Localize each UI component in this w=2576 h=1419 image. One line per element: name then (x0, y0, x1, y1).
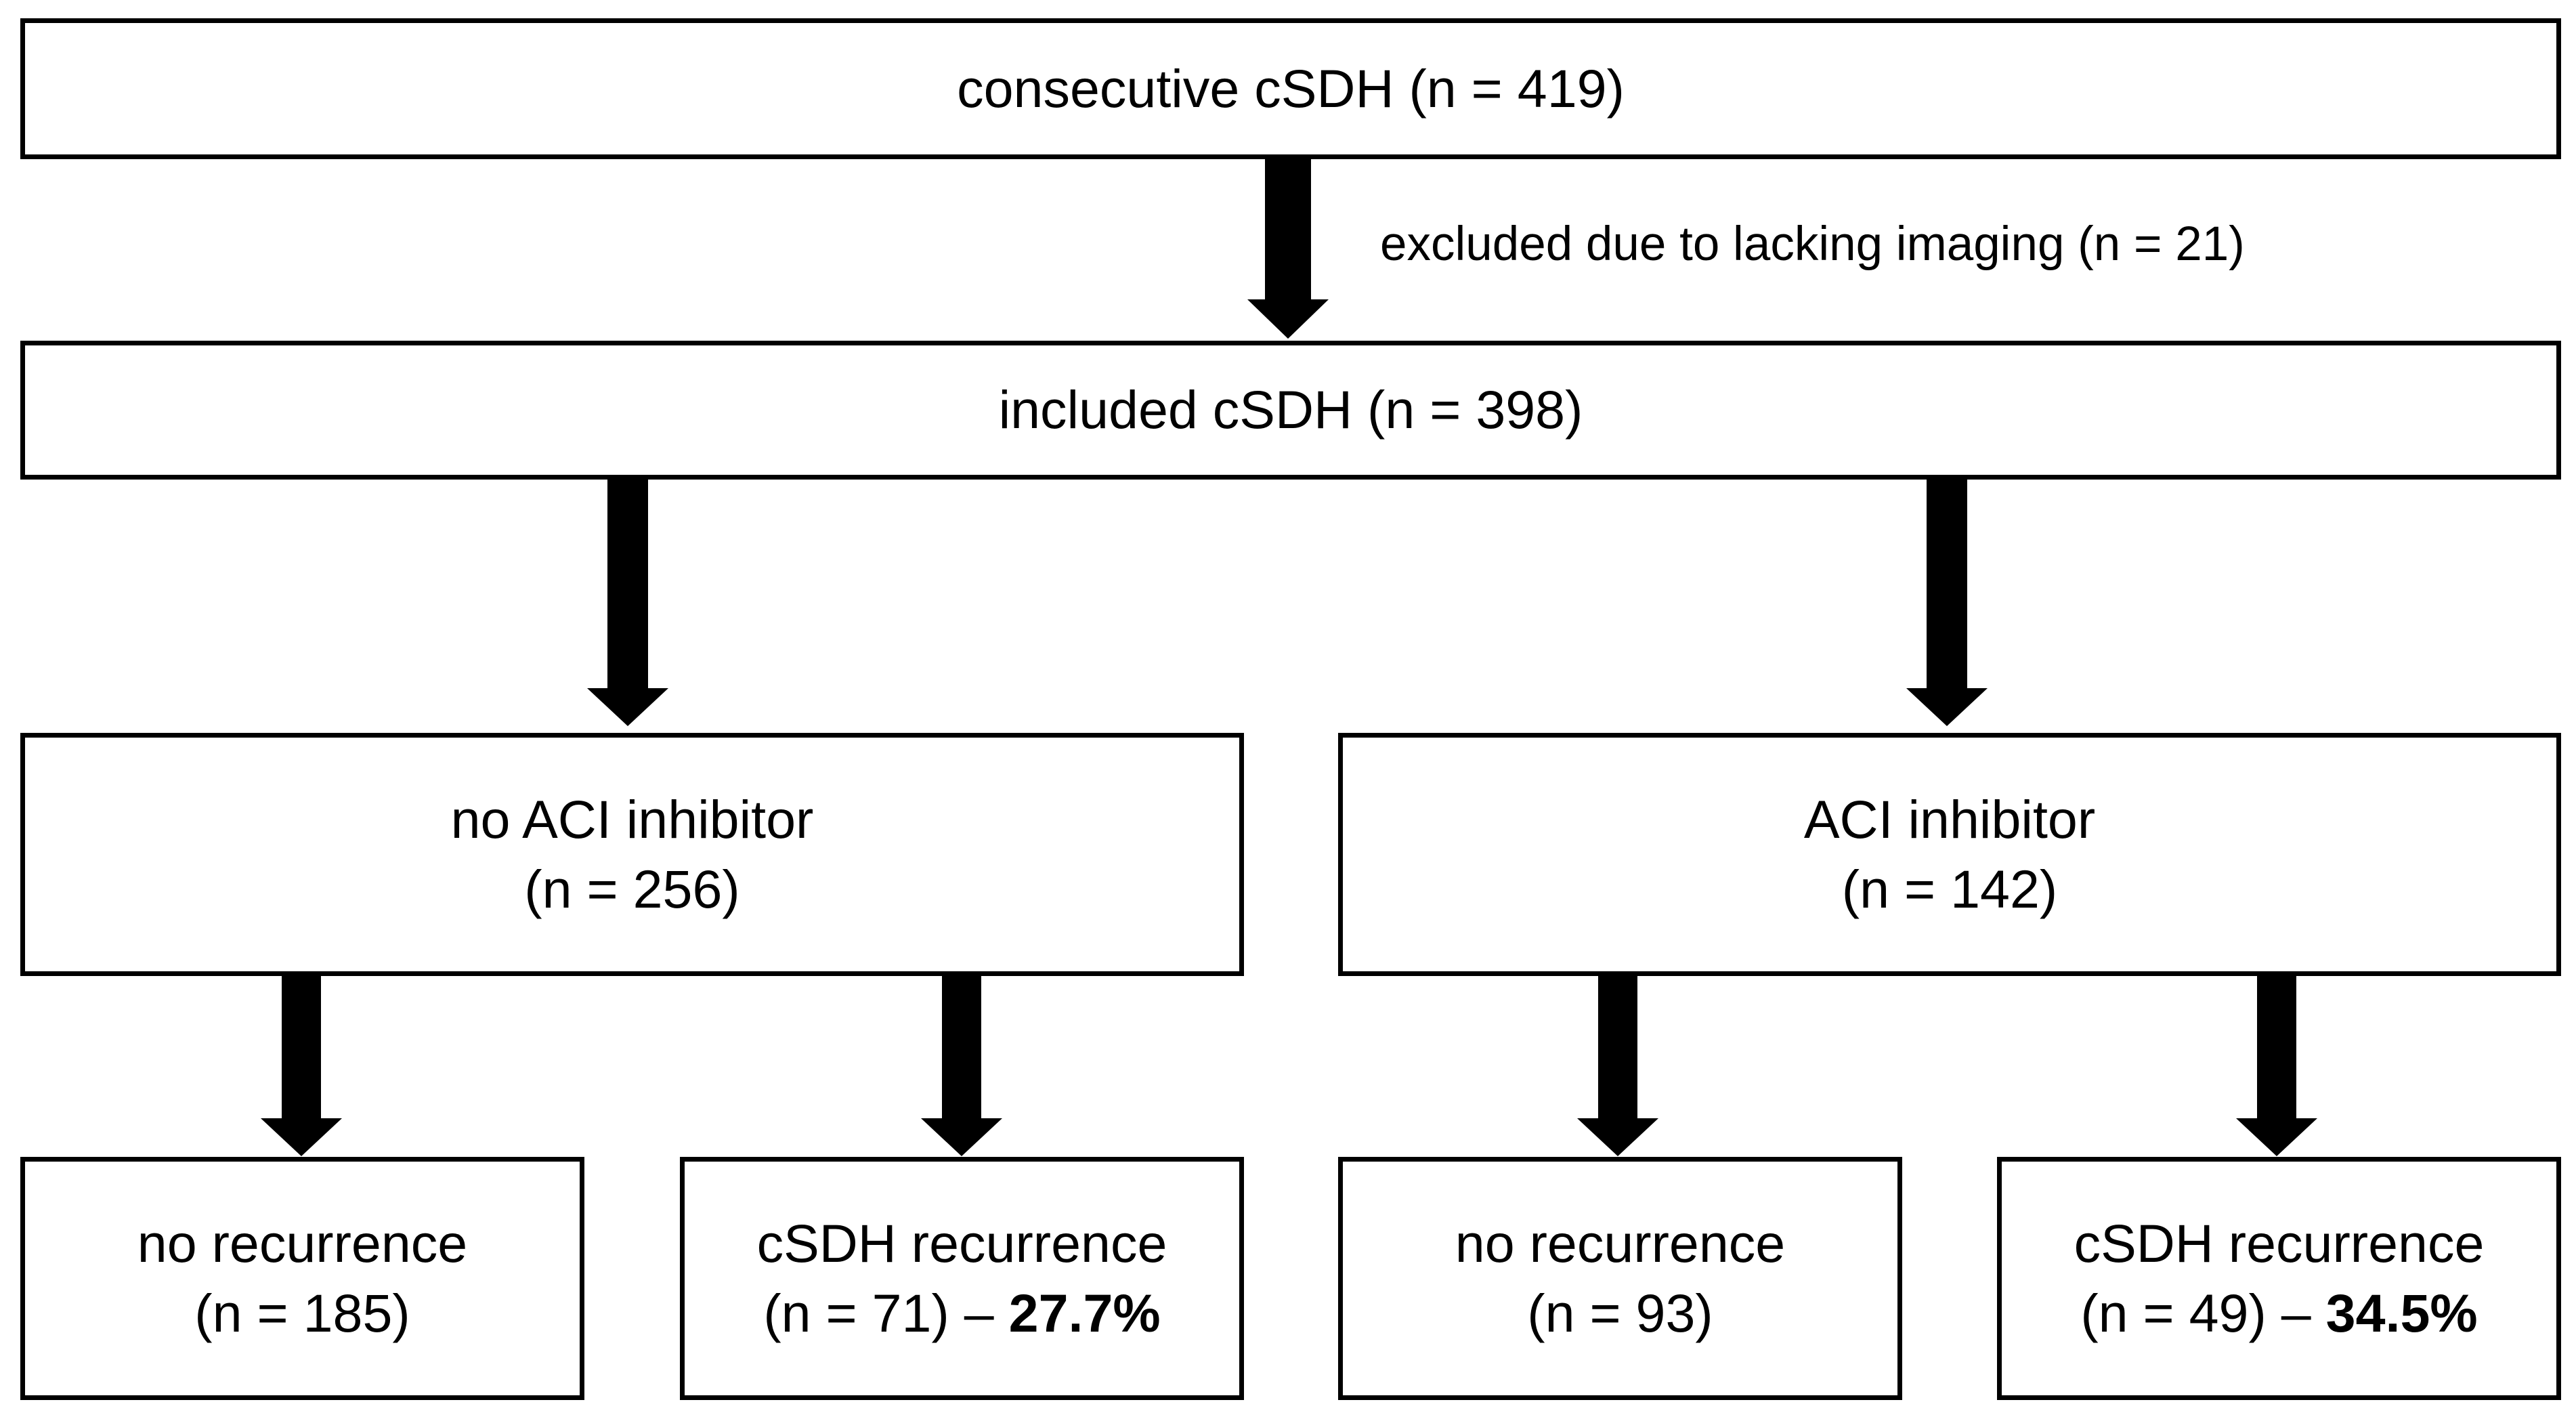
aci-recurrence-rate: 34.5% (2325, 1282, 2478, 1343)
aci-inhibitor-count: (n = 142) (1841, 858, 2058, 919)
included-csdh-label: included cSDH (n = 398) (998, 379, 1583, 440)
aci-no-recurrence-box: no recurrence (n = 93) (1338, 1157, 1902, 1400)
aci-recurrence-title: cSDH recurrence (2074, 1212, 2485, 1273)
aci-recurrence-box: cSDH recurrence (n = 49) – 34.5% (1997, 1157, 2561, 1400)
no-aci-no-recurrence-title: no recurrence (137, 1212, 468, 1273)
aci-no-recurrence-title: no recurrence (1455, 1212, 1786, 1273)
arrow-included-to-aci (1906, 480, 1988, 726)
no-aci-recurrence-line: (n = 71) – 27.7% (763, 1279, 1160, 1349)
arrow-included-to-no-aci (587, 480, 668, 726)
no-aci-no-recurrence-box: no recurrence (n = 185) (20, 1157, 584, 1400)
consecutive-csdh-box: consecutive cSDH (n = 419) (20, 18, 2561, 159)
consecutive-csdh-label: consecutive cSDH (n = 419) (957, 58, 1625, 119)
aci-recurrence-line: (n = 49) – 34.5% (2080, 1279, 2477, 1349)
no-aci-inhibitor-title: no ACI inhibitor (450, 788, 814, 849)
no-aci-recurrence-count: (n = 71) – (763, 1282, 1009, 1343)
exclusion-note: excluded due to lacking imaging (n = 21) (1380, 217, 2245, 271)
no-aci-recurrence-box: cSDH recurrence (n = 71) – 27.7% (680, 1157, 1244, 1400)
arrow-aci-to-recurrence (2236, 976, 2317, 1156)
arrow-aci-to-no-recurrence (1577, 976, 1658, 1156)
aci-recurrence-count: (n = 49) – (2080, 1282, 2326, 1343)
no-aci-recurrence-rate: 27.7% (1008, 1282, 1161, 1343)
included-csdh-box: included cSDH (n = 398) (20, 341, 2561, 480)
arrow-no-aci-to-recurrence (921, 976, 1002, 1156)
aci-inhibitor-box: ACI inhibitor (n = 142) (1338, 733, 2561, 976)
no-aci-recurrence-title: cSDH recurrence (756, 1212, 1167, 1273)
aci-no-recurrence-count: (n = 93) (1527, 1282, 1713, 1343)
no-aci-no-recurrence-count: (n = 185) (194, 1282, 410, 1343)
no-aci-inhibitor-box: no ACI inhibitor (n = 256) (20, 733, 1244, 976)
arrow-top-to-included (1247, 159, 1329, 339)
arrow-no-aci-to-no-recurrence (261, 976, 342, 1156)
no-aci-inhibitor-count: (n = 256) (524, 858, 740, 919)
aci-inhibitor-title: ACI inhibitor (1803, 788, 2096, 849)
